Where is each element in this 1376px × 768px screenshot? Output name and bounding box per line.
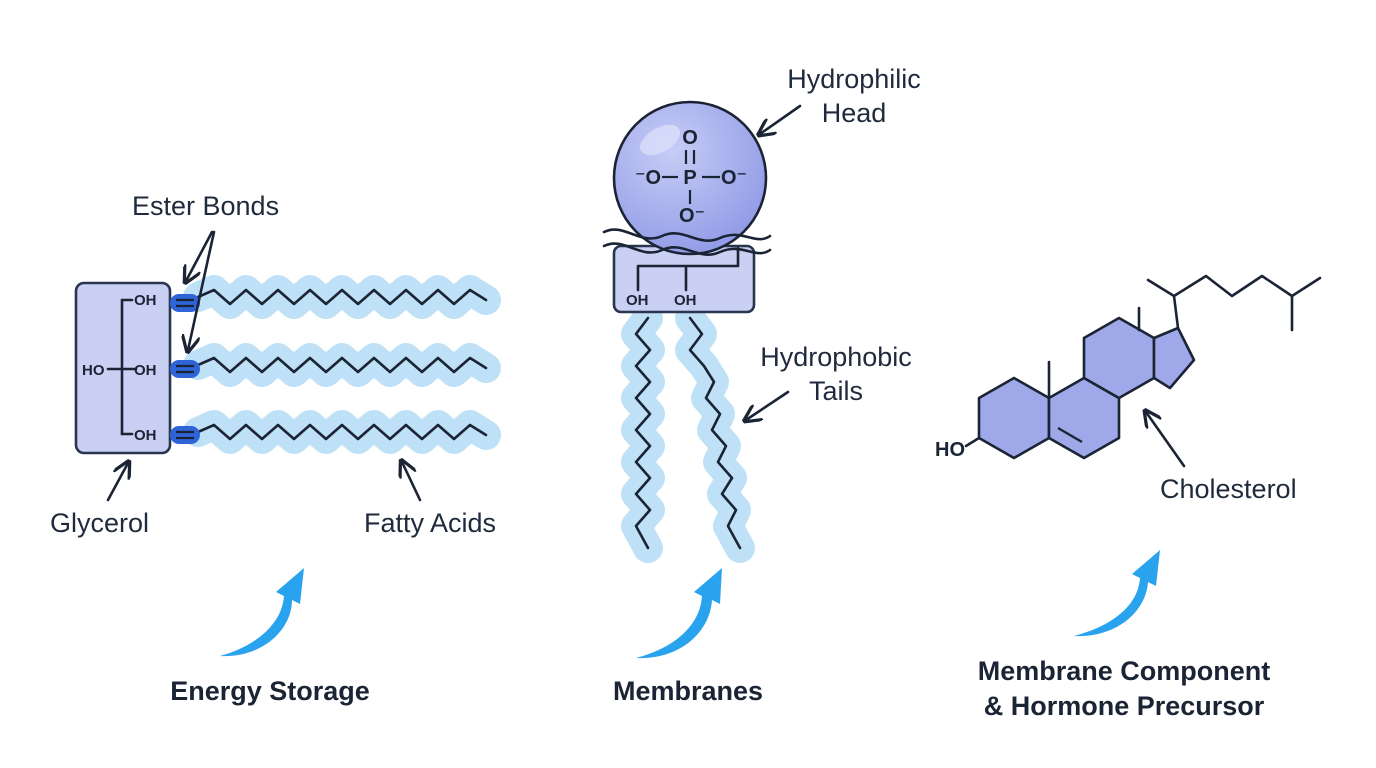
hydrophobic-label-line2: Tails xyxy=(809,376,863,406)
hydrophilic-label-line1: Hydrophilic xyxy=(787,64,921,94)
ester-bonds-arrow-top xyxy=(186,230,214,281)
glycerol-arrow xyxy=(106,463,128,502)
hydrophobic-tails xyxy=(621,303,755,563)
glycerol-backbone xyxy=(106,298,138,436)
triglyceride-panel: OH HO OH OH Ester Bonds Glycerol Fatty A… xyxy=(50,191,501,706)
cholesterol-ring-d xyxy=(1152,326,1196,390)
ester-bonds-arrow-middle xyxy=(188,230,216,350)
tail-left xyxy=(634,316,652,550)
membrane-component-arrow xyxy=(1074,550,1160,637)
phospholipid-oh-right: OH xyxy=(674,292,697,309)
hydrophobic-label-line1: Hydrophobic xyxy=(760,342,912,372)
fatty-acid-chain-top xyxy=(196,288,488,306)
glycerol-oh-bottom: OH xyxy=(134,427,157,444)
energy-storage-arrow xyxy=(220,568,304,657)
fatty-acid-chain-glow-top xyxy=(183,275,501,319)
ester-bond-top xyxy=(170,294,200,312)
fatty-acids-label: Fatty Acids xyxy=(364,508,496,538)
energy-storage-caption: Energy Storage xyxy=(170,676,370,706)
membrane-component-caption-line2: & Hormone Precursor xyxy=(984,691,1265,721)
phosphate-o-minus-right: O⁻ xyxy=(721,167,747,189)
membranes-caption: Membranes xyxy=(613,676,763,706)
phospholipid-oh-left: OH xyxy=(626,292,649,309)
phosphate-o-top: O xyxy=(682,127,698,149)
membrane-wave-top xyxy=(602,228,772,242)
cholesterol-ho: HO xyxy=(935,439,965,461)
fatty-acid-chains xyxy=(183,275,501,454)
glycerol-label: Glycerol xyxy=(50,508,149,538)
hydrophilic-label-line2: Head xyxy=(822,98,887,128)
membrane-wave-bottom xyxy=(602,242,772,256)
membrane-component-caption-line1: Membrane Component xyxy=(978,656,1271,686)
fatty-acid-chain-glow-bottom xyxy=(183,410,501,454)
cholesterol-arrow xyxy=(1146,412,1186,468)
cholesterol-label: Cholesterol xyxy=(1160,474,1297,504)
fatty-acid-chain-bottom xyxy=(196,423,488,441)
ester-bonds-label: Ester Bonds xyxy=(132,191,279,221)
ester-bond-bottom xyxy=(170,426,200,444)
phosphate-minus-o-left: ⁻O xyxy=(635,167,661,189)
phospholipid-panel: OH OH O ⁻O P O⁻ O⁻ Hydrophilic Head Hydr… xyxy=(602,64,921,706)
phosphate-p: P xyxy=(683,167,696,189)
glycerol-oh-middle: OH xyxy=(134,362,157,379)
cholesterol-side-chain xyxy=(1146,274,1322,332)
membranes-arrow xyxy=(636,568,722,659)
glycerol-oh-top: OH xyxy=(134,292,157,309)
hydrophobic-arrow xyxy=(746,390,790,420)
fatty-acid-chain-middle xyxy=(196,356,488,374)
phosphate-o-minus-bottom: O⁻ xyxy=(679,205,705,227)
fatty-acid-chain-glow-mid xyxy=(183,343,501,387)
glycerol-ho-left: HO xyxy=(82,362,105,379)
ester-bond-middle xyxy=(170,360,200,378)
cholesterol-ring-a xyxy=(977,376,1051,460)
ester-bonds xyxy=(170,294,200,444)
hydrophilic-arrow xyxy=(760,104,802,134)
cholesterol-panel: HO Cholesterol Membrane Component & Horm… xyxy=(935,274,1322,721)
fatty-acids-arrow xyxy=(402,462,422,502)
tail-right xyxy=(688,316,742,550)
